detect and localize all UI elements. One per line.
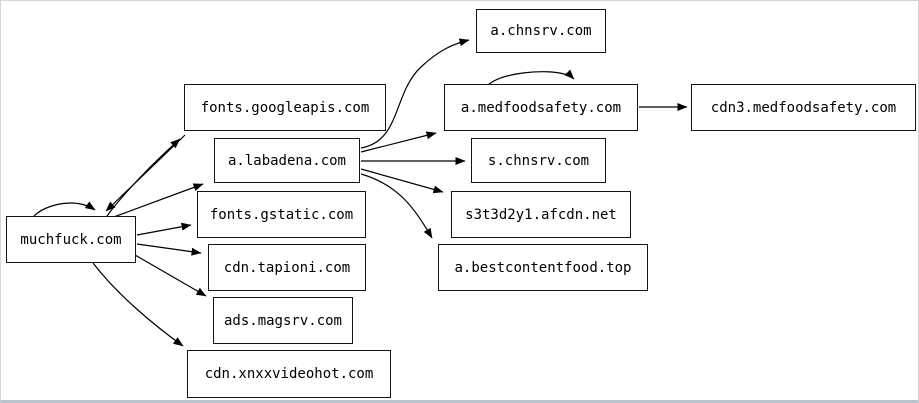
edge-a-labadena-com-to-a-chnsrv-com (360, 38, 470, 149)
edge-a-labadena-com-to-s3t3d2y1-afcdn-net (360, 168, 444, 194)
node-cdn-tapioni-com[interactable]: cdn.tapioni.com (208, 244, 366, 291)
node-label: cdn.xnxxvideohot.com (204, 366, 374, 382)
node-fonts-googleapis-com[interactable]: fonts.googleapis.com (184, 84, 386, 131)
edge-a-labadena-com-to-a-medfoodsafety-com (360, 131, 437, 153)
node-label: a.chnsrv.com (490, 23, 592, 39)
node-muchfuck-com[interactable]: muchfuck.com (6, 216, 136, 263)
edge-a-labadena-com-to-a-bestcontentfood-top (360, 173, 433, 239)
node-label: fonts.gstatic.com (209, 206, 354, 223)
node-a-chnsrv-com[interactable]: a.chnsrv.com (476, 9, 606, 53)
node-label: s.chnsrv.com (487, 152, 590, 169)
node-cdn-xnxxvideohot-com[interactable]: cdn.xnxxvideohot.com (187, 350, 391, 398)
node-s3t3d2y1-afcdn-net[interactable]: s3t3d2y1.afcdn.net (451, 191, 631, 238)
node-a-labadena-com[interactable]: a.labadena.com (214, 138, 360, 183)
node-label: a.labadena.com (227, 152, 346, 169)
node-label: cdn.tapioni.com (223, 259, 351, 276)
edge-muchfuck-com-to-a-labadena-com (110, 183, 204, 219)
edge-muchfuck-com-to-ads-magsrv-com (134, 254, 207, 297)
node-label: fonts.googleapis.com (200, 99, 370, 116)
node-ads-magsrv-com[interactable]: ads.magsrv.com (213, 297, 353, 344)
node-label: muchfuck.com (20, 231, 122, 248)
node-a-medfoodsafety-com[interactable]: a.medfoodsafety.com (444, 84, 638, 131)
node-label: ads.magsrv.com (223, 312, 342, 329)
node-s-chnsrv-com[interactable]: s.chnsrv.com (471, 138, 606, 183)
node-fonts-gstatic-com[interactable]: fonts.gstatic.com (197, 191, 366, 238)
node-label: cdn3.medfoodsafety.com (710, 99, 897, 116)
edge-fonts-googleapis-com-to-muchfuck-com (105, 134, 186, 212)
edge-muchfuck-com-to-cdn-tapioni-com (136, 243, 202, 256)
edge-a-medfoodsafety-com-to-a-medfoodsafety-com (487, 69, 575, 86)
node-cdn3-medfoodsafety-com[interactable]: cdn3.medfoodsafety.com (691, 84, 916, 131)
node-a-bestcontentfood-top[interactable]: a.bestcontentfood.top (438, 244, 648, 291)
edge-muchfuck-com-to-cdn-xnxxvideohot-com (92, 262, 184, 347)
node-label: s3t3d2y1.afcdn.net (465, 206, 617, 223)
node-label: a.medfoodsafety.com (460, 99, 622, 116)
node-label: a.bestcontentfood.top (454, 259, 632, 276)
edge-muchfuck-com-to-muchfuck-com (33, 201, 96, 217)
edge-muchfuck-com-to-fonts-gstatic-com (136, 222, 192, 236)
